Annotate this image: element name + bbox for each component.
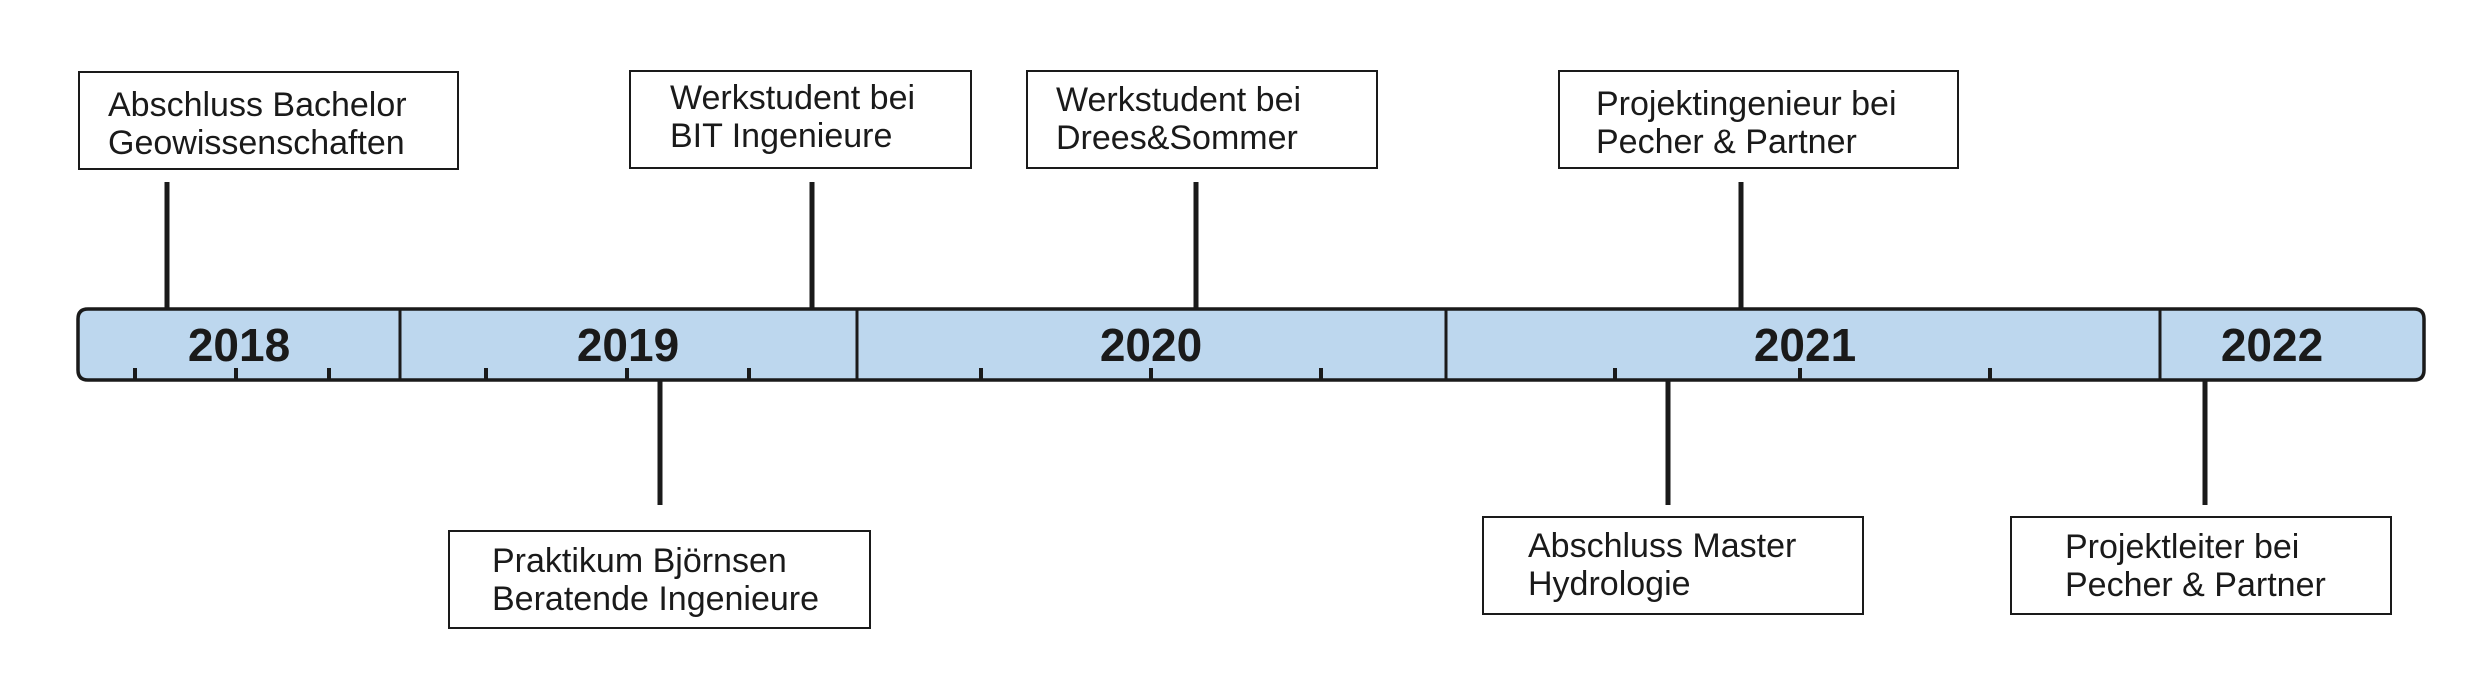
event-label-line2: Beratende Ingenieure <box>492 580 819 618</box>
event-label-line2: BIT Ingenieure <box>670 117 892 155</box>
event-label-line2: Drees&Sommer <box>1056 119 1298 157</box>
event-box-pecher-lead: Projektleiter bei Pecher & Partner <box>2010 516 2392 615</box>
event-label-line1: Projektingenieur bei <box>1596 85 1897 123</box>
year-label-2020: 2020 <box>1100 319 1202 371</box>
event-box-pecher-engineer: Projektingenieur bei Pecher & Partner <box>1558 70 1959 169</box>
year-label-2018: 2018 <box>188 319 290 371</box>
event-box-frame <box>1026 70 1378 169</box>
event-box-drees: Werkstudent bei Drees&Sommer <box>1026 70 1378 169</box>
event-box-frame <box>1482 516 1864 615</box>
event-label-line1: Projektleiter bei <box>2065 528 2299 566</box>
timeline-bar-body <box>76 307 2426 382</box>
event-box-master: Abschluss Master Hydrologie <box>1482 516 1864 615</box>
connectors-below <box>657 380 2208 505</box>
event-label-line2: Hydrologie <box>1528 565 1691 603</box>
event-label-line1: Werkstudent bei <box>670 79 915 117</box>
event-label-line1: Praktikum Björnsen <box>492 542 787 580</box>
year-label-2021: 2021 <box>1754 319 1856 371</box>
event-box-frame <box>629 70 972 169</box>
quarter-ticks <box>133 368 1992 380</box>
event-label-line2: Pecher & Partner <box>1596 123 1857 161</box>
event-label-line1: Abschluss Bachelor <box>108 86 407 124</box>
event-label-line2: Pecher & Partner <box>2065 566 2326 604</box>
year-label-2022: 2022 <box>2221 319 2323 371</box>
event-box-bjoernsen: Praktikum Björnsen Beratende Ingenieure <box>448 530 871 629</box>
event-box-frame <box>1558 70 1959 169</box>
event-box-frame <box>2010 516 2392 615</box>
event-box-bachelor: Abschluss Bachelor Geowissenschaften <box>78 71 459 170</box>
connectors-above <box>164 182 1744 309</box>
event-label-line1: Werkstudent bei <box>1056 81 1301 119</box>
timeline-bar: 2018 2019 2020 2021 2022 <box>76 307 2426 382</box>
event-label-line1: Abschluss Master <box>1528 527 1796 565</box>
year-label-2019: 2019 <box>577 319 679 371</box>
event-box-frame <box>448 530 871 629</box>
event-box-frame <box>78 71 459 170</box>
event-label-line2: Geowissenschaften <box>108 124 405 162</box>
event-box-bit: Werkstudent bei BIT Ingenieure <box>629 70 972 169</box>
